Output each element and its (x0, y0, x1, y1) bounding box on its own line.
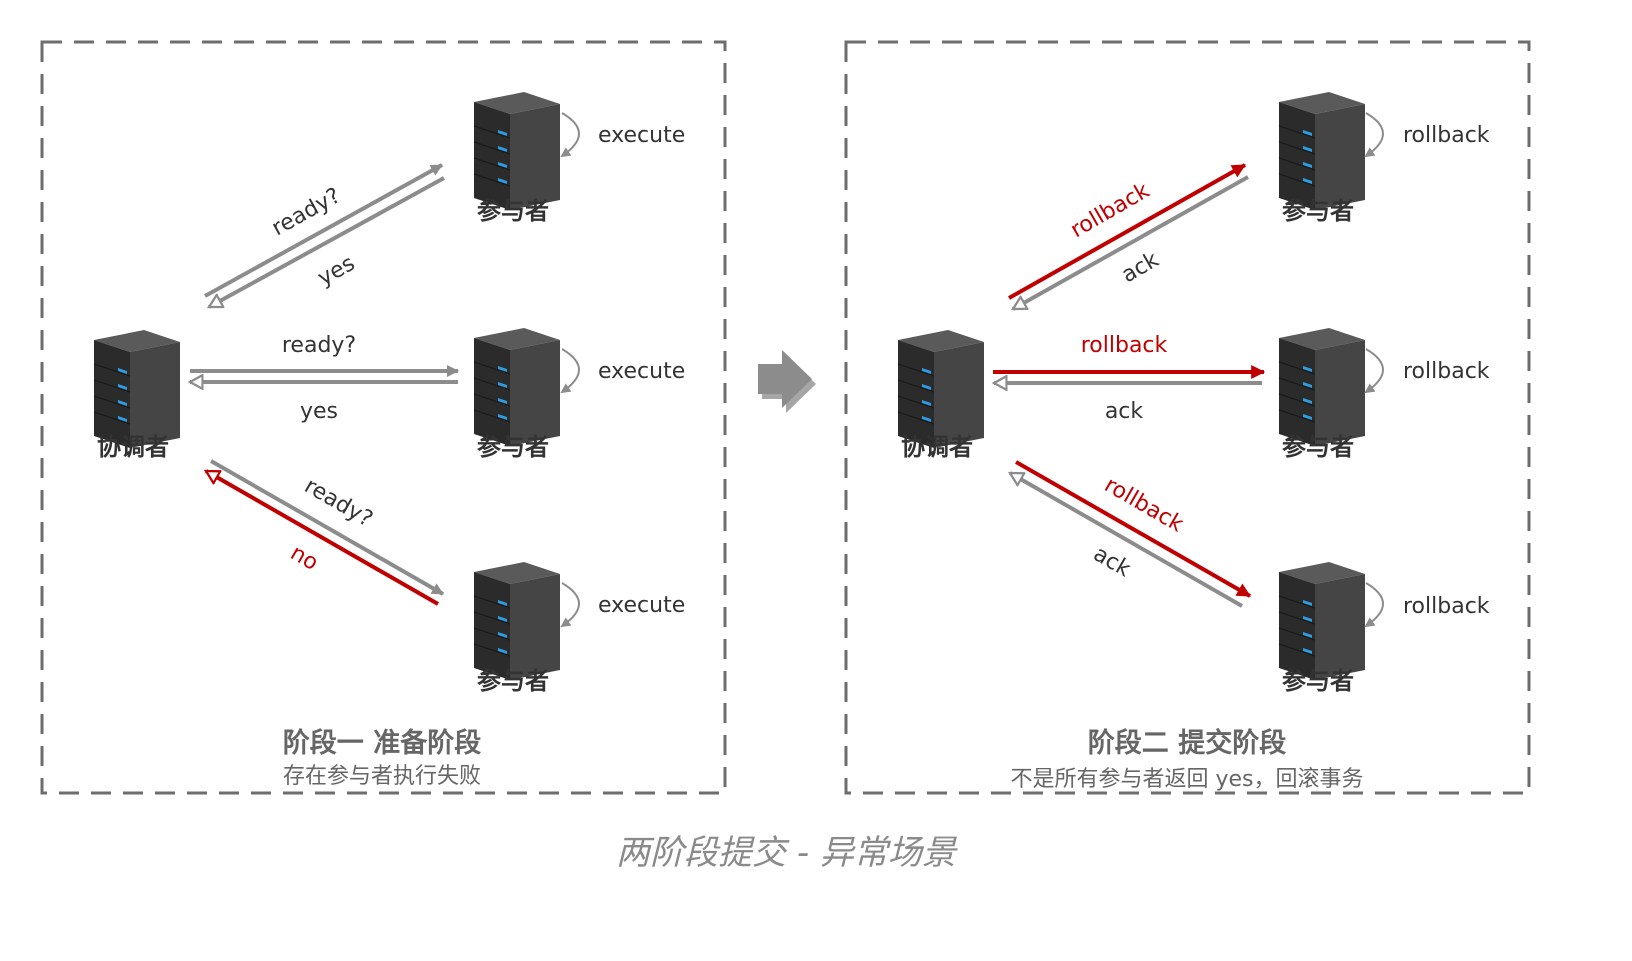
phase2-action-text: rollback (1403, 594, 1490, 619)
ack-label: ack (1118, 247, 1164, 288)
response-label-failure: no (286, 541, 322, 576)
self-loop-arrow-icon (560, 112, 580, 158)
phase1-subtitle: 存在参与者执行失败 (283, 764, 481, 789)
phase1-participant-label: 参与者 (477, 667, 549, 695)
phase1-title: 阶段一 准备阶段 (283, 728, 481, 759)
phase2-subtitle: 不是所有参与者返回 yes，回滚事务 (1010, 767, 1363, 792)
response-label: yes (300, 399, 338, 424)
self-loop-arrow-icon (560, 582, 580, 628)
ack-arrow (1010, 471, 1243, 608)
phase2-participant-label: 参与者 (1282, 197, 1354, 225)
request-arrow (210, 459, 444, 596)
phase1-coordinator-label: 协调者 (97, 433, 169, 461)
response-arrow (209, 176, 445, 309)
request-label: ready? (268, 183, 345, 241)
self-loop-arrow-icon (1364, 348, 1384, 394)
rollback-label: rollback (1067, 178, 1155, 243)
request-arrow (204, 163, 443, 298)
phase2-participant-label: 参与者 (1282, 667, 1354, 695)
rollback-label: rollback (1100, 473, 1188, 538)
rollback-arrow (1015, 460, 1252, 598)
phase2-participant-label: 参与者 (1282, 433, 1354, 461)
coordinator-server-icon (897, 329, 985, 449)
participant-server-icon (473, 561, 561, 681)
diagram-caption: 两阶段提交 - 异常场景 (616, 833, 958, 873)
right-arrow-icon (758, 350, 816, 413)
ack-label: ack (1105, 399, 1144, 424)
participant-server-icon (473, 327, 561, 447)
rollback-arrow (1008, 163, 1247, 300)
phase2-coordinator-label: 协调者 (901, 433, 973, 461)
ack-arrow (1013, 175, 1249, 311)
phase1-participant-label: 参与者 (477, 197, 549, 225)
phase1-action-text: execute (598, 359, 685, 384)
participant-server-icon (1278, 561, 1366, 681)
rollback-label: rollback (1081, 333, 1168, 358)
request-label: ready? (282, 333, 356, 358)
phase1-action-text: execute (598, 593, 685, 618)
self-loop-arrow-icon (1364, 112, 1384, 158)
self-loop-arrow-icon (1364, 582, 1384, 628)
response-label: yes (314, 251, 359, 291)
response-arrow-failure (206, 469, 439, 606)
request-label: ready? (300, 474, 377, 533)
participant-server-icon (1278, 91, 1366, 211)
phase1-action-text: execute (598, 123, 685, 148)
self-loop-arrow-icon (560, 348, 580, 394)
phase2-title: 阶段二 提交阶段 (1088, 727, 1286, 759)
phase1-participant-label: 参与者 (477, 433, 549, 461)
ack-label: ack (1089, 542, 1135, 583)
participant-server-icon (1278, 327, 1366, 447)
phase2-action-text: rollback (1403, 123, 1490, 148)
coordinator-server-icon (93, 329, 181, 449)
phase2-action-text: rollback (1403, 359, 1490, 384)
phase1-panel (40, 40, 727, 795)
participant-server-icon (473, 91, 561, 211)
phase2-panel (844, 40, 1531, 795)
